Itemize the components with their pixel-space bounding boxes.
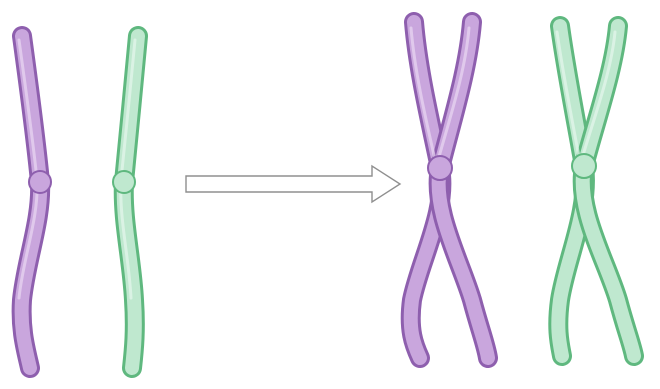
centromere [572,154,596,178]
centromere [428,156,452,180]
centromere [29,171,51,193]
centromere [113,171,135,193]
